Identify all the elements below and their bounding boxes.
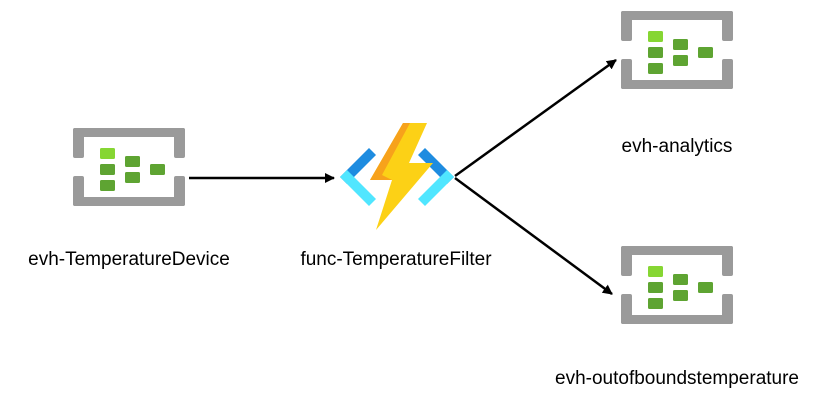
arrow-function-to-analytics (454, 58, 617, 178)
analytics-event-hub: evh-analytics (621, 11, 733, 157)
event-hub-icon (73, 128, 185, 206)
outofbound-event-hub-label: evh-outofboundstemperature (555, 368, 799, 389)
event-hub-icon (621, 11, 733, 89)
outofbound-event-hub: evh-outofboundstemperature (555, 246, 799, 389)
event-hub-icon (621, 246, 733, 324)
source-event-hub-label: evh-TemperatureDevice (28, 249, 230, 270)
function-app-icon (340, 123, 454, 230)
arrow-function-to-outofbound (454, 176, 613, 296)
function-app-label: func-TemperatureFilter (300, 249, 492, 270)
function-app: func-TemperatureFilter (300, 123, 492, 270)
source-event-hub: evh-TemperatureDevice (28, 128, 230, 270)
analytics-event-hub-label: evh-analytics (622, 136, 733, 157)
